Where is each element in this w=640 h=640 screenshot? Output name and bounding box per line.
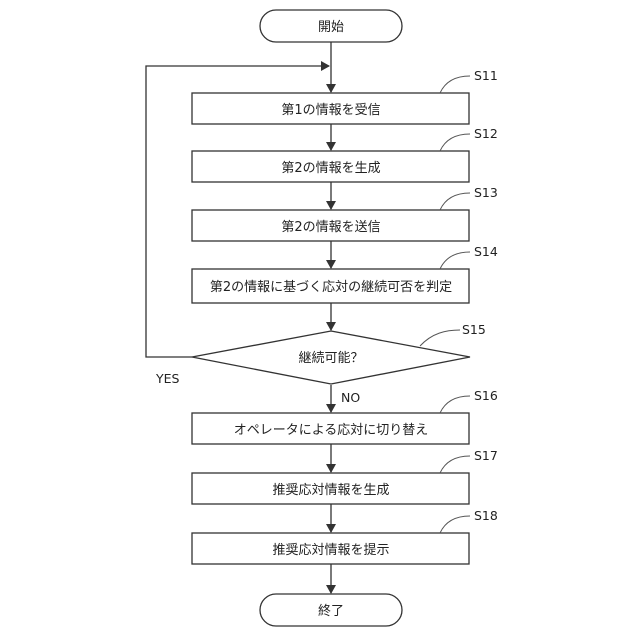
step-s18: 推奨応対情報を提示 S18 (192, 508, 498, 564)
callout-s13 (440, 193, 470, 210)
step-s13-text: 第2の情報を送信 (281, 220, 380, 235)
step-s17-id: S17 (474, 448, 498, 463)
callout-s17 (440, 456, 470, 473)
callout-s14 (440, 252, 470, 269)
decision-s15: 継続可能？ S15 (192, 322, 486, 384)
end-terminator: 終了 (260, 594, 402, 626)
callout-s12 (440, 134, 470, 151)
callout-s18 (440, 516, 470, 533)
step-s13: 第2の情報を送信 S13 (192, 185, 498, 241)
step-s18-text: 推奨応対情報を提示 (272, 542, 389, 558)
step-s17-text: 推奨応対情報を生成 (272, 483, 389, 498)
step-s16-id: S16 (474, 388, 498, 403)
step-s12: 第2の情報を生成 S12 (192, 126, 498, 182)
step-s11-id: S11 (474, 68, 498, 83)
step-s14: 第2の情報に基づく応対の継続可否を判定 S14 (192, 244, 498, 303)
step-s18-id: S18 (474, 508, 498, 523)
step-s12-id: S12 (474, 126, 498, 141)
callout-s16 (440, 396, 470, 413)
step-s16-text: オペレータによる応対に切り替え (234, 423, 429, 438)
step-s11: 第1の情報を受信 S11 (192, 68, 498, 124)
step-s14-text: 第2の情報に基づく応対の継続可否を判定 (210, 280, 452, 295)
callout-s11 (440, 76, 470, 93)
callout-s15 (420, 330, 460, 346)
step-s11-text: 第1の情報を受信 (281, 103, 380, 118)
end-label: 終了 (318, 603, 344, 619)
start-label: 開始 (318, 20, 344, 35)
step-s12-text: 第2の情報を生成 (281, 161, 380, 176)
branch-no-label: NO (341, 390, 360, 405)
step-s17: 推奨応対情報を生成 S17 (192, 448, 498, 504)
start-terminator: 開始 (260, 10, 402, 42)
step-s14-id: S14 (474, 244, 498, 259)
decision-s15-text: 継続可能？ (298, 351, 363, 366)
step-s13-id: S13 (474, 185, 498, 200)
step-s15-id: S15 (462, 322, 486, 337)
branch-yes-label: YES (155, 371, 180, 386)
